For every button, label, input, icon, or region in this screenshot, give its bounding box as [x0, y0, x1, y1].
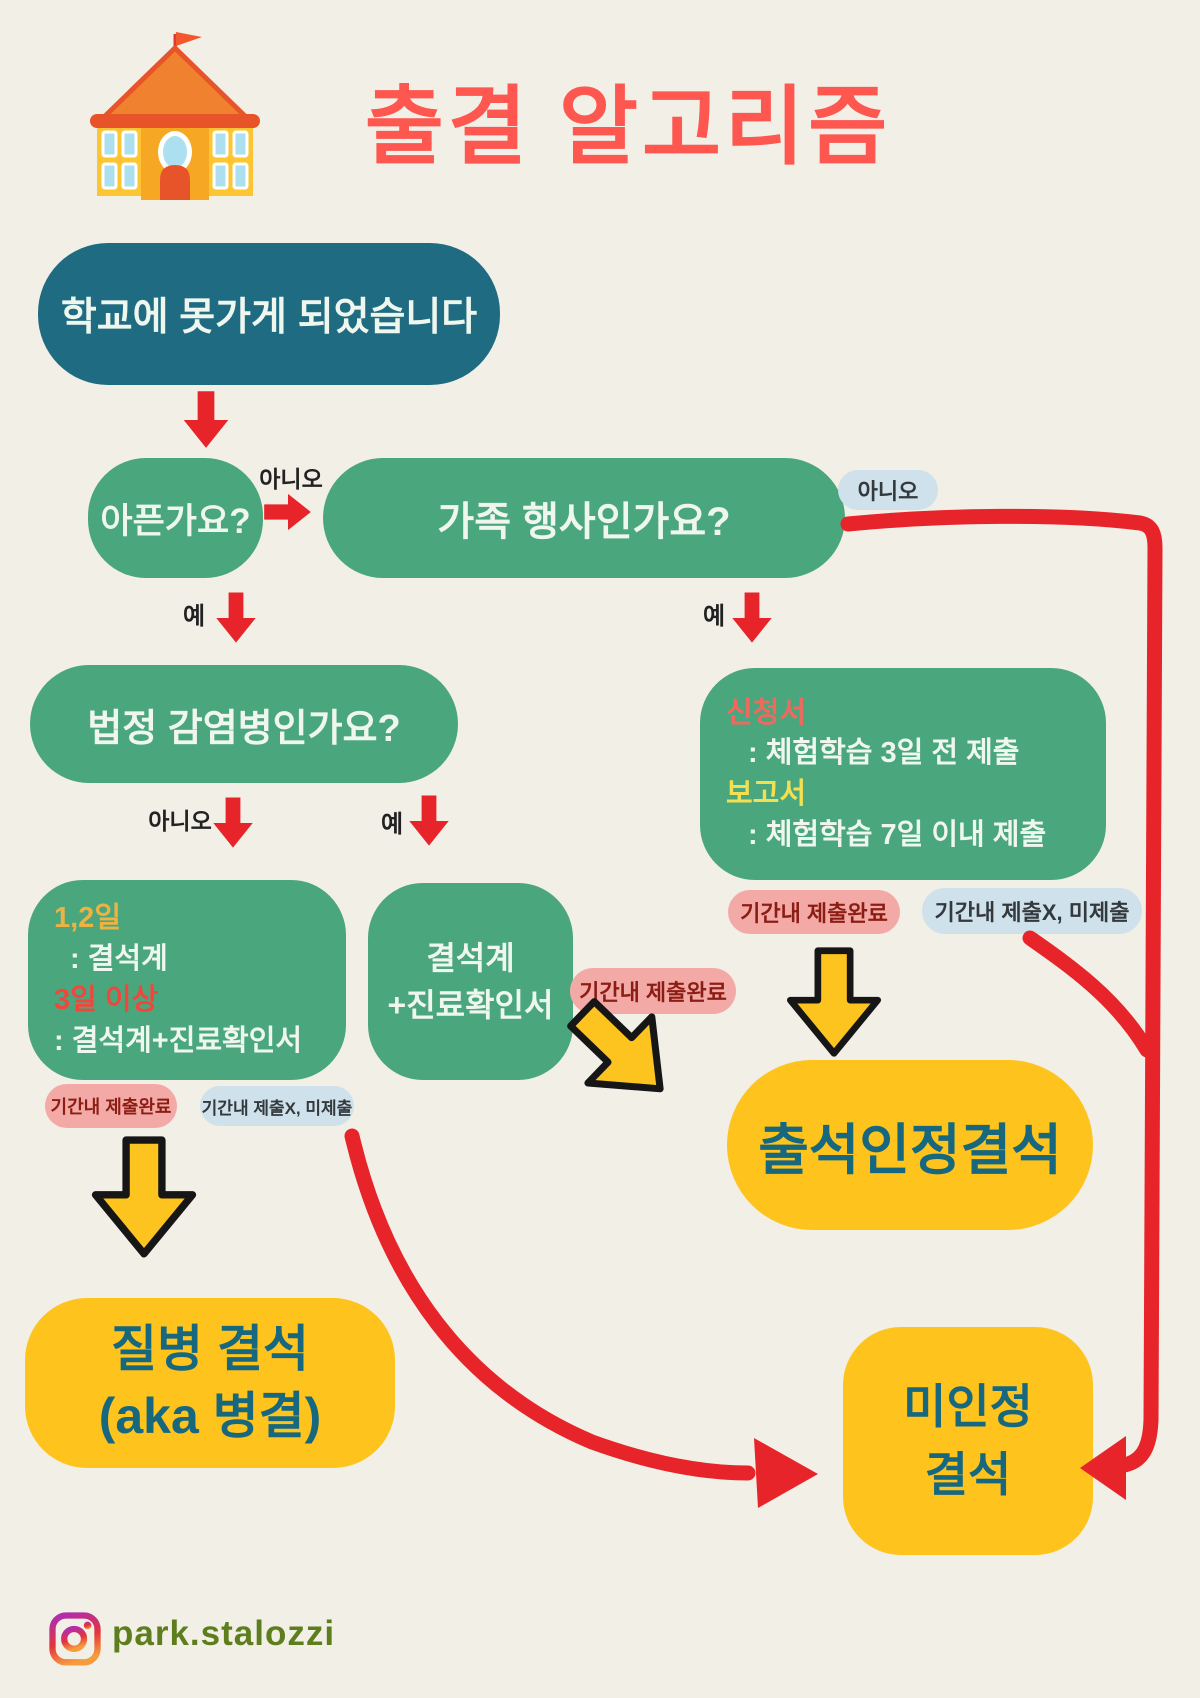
edge-fieldtrip-missed-branch: [1022, 930, 1155, 1058]
page-title: 출결 알고리즘: [364, 78, 892, 175]
node-absence-plus-certificate: 결석계 +진료확인서: [368, 883, 573, 1080]
doc-line-2: +진료확인서: [387, 986, 554, 1023]
doc-line-1: 결석계: [426, 940, 515, 977]
down-arrow-icon: [210, 792, 256, 854]
edge-label-yes: 예: [380, 811, 404, 838]
rule-days-1-2: 1,2일: [54, 901, 121, 934]
big-down-arrow-icon: [85, 1128, 203, 1268]
result-unrecognized-absence: 미인정 결석: [843, 1327, 1093, 1555]
down-arrow-icon: [729, 586, 775, 650]
down-arrow-icon: [213, 586, 259, 650]
right-arrow-icon: [263, 492, 313, 532]
down-arrow-icon: [406, 790, 452, 852]
node-field-trip-docs: 신청서 : 체험학습 3일 전 제출 보고서 : 체험학습 7일 이내 제출: [700, 668, 1106, 880]
field-trip-application-rule: : 체험학습 3일 전 제출: [748, 737, 1020, 770]
arrowhead-into-unrecognized-left: [754, 1438, 818, 1508]
edge-label-no: 아니오: [259, 466, 323, 492]
rule-days-3plus: 3일 이상: [54, 984, 159, 1016]
edge-label-no-pill: 아니오: [838, 470, 938, 510]
pill-submitted-on-time: 기간내 제출완료: [728, 890, 900, 934]
field-trip-report-rule: : 체험학습 7일 이내 제출: [748, 818, 1047, 851]
field-trip-report: 보고서: [726, 778, 807, 810]
pill-not-submitted: 기간내 제출X, 미제출: [922, 888, 1142, 934]
instagram-icon: [49, 1612, 101, 1666]
result-illness-absence: 질병 결석 (aka 병결): [25, 1298, 395, 1468]
pill-not-submitted: 기간내 제출X, 미제출: [200, 1086, 354, 1126]
pill-submitted-on-time: 기간내 제출완료: [45, 1084, 177, 1128]
illness-line-1: 질병 결석: [111, 1320, 309, 1377]
field-trip-application: 신청서: [726, 696, 807, 729]
edge-label-yes: 예: [182, 603, 206, 630]
edge-absence-missed-to-unrecognized: [344, 1128, 756, 1481]
edge-label-no: 아니오: [148, 808, 212, 834]
down-arrow-icon: [180, 388, 232, 452]
node-absence-report-rules: 1,2일 : 결석계 3일 이상 : 결석계+진료확인서: [28, 880, 346, 1080]
unrecognized-line-2: 결석: [924, 1448, 1012, 1501]
result-recognized-absence: 출석인정결석: [727, 1060, 1093, 1230]
rule-days-3plus-doc: : 결석계+진료확인서: [54, 1025, 303, 1058]
school-building-icon: [90, 32, 260, 200]
instagram-handle: park.stalozzi: [112, 1614, 336, 1653]
start-node: 학교에 못가게 되었습니다: [38, 243, 500, 385]
illness-line-2: (aka 병결): [98, 1388, 322, 1444]
edge-label-yes: 예: [702, 603, 726, 630]
rule-days-1-2-doc: : 결석계: [70, 942, 168, 975]
question-sick: 아픈가요?: [88, 458, 263, 578]
question-legal-disease: 법정 감염병인가요?: [30, 665, 458, 783]
question-family-event: 가족 행사인가요?: [323, 458, 845, 578]
unrecognized-line-1: 미인정: [903, 1379, 1033, 1433]
big-down-arrow-icon: [778, 946, 890, 1060]
edge-family-no-to-unrecognized: [840, 508, 1163, 1474]
pill-submitted-on-time: 기간내 제출완료: [570, 968, 736, 1014]
